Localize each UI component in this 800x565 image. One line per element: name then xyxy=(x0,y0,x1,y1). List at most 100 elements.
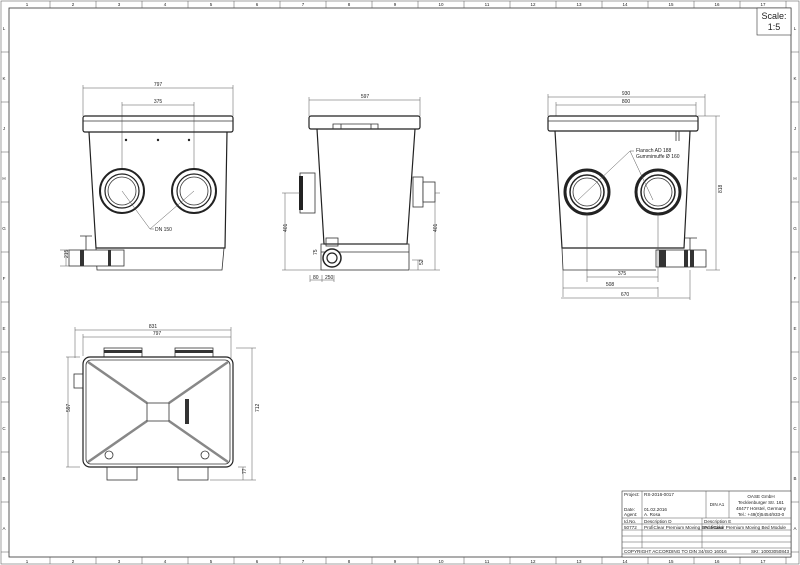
side-width-dim: 597 xyxy=(361,94,370,100)
row-marker-J: J xyxy=(794,126,796,131)
column-marker-10: 10 xyxy=(438,2,444,7)
column-marker-13: 13 xyxy=(576,559,582,564)
column-marker-8: 8 xyxy=(348,2,351,7)
top-view: 831 797 597 712 77 xyxy=(66,324,261,481)
row-marker-G: G xyxy=(793,226,797,231)
copyright-text: COPYRIGHT ACCORDING TO DIN 34/ISO 16016 xyxy=(624,549,727,554)
row-marker-B: B xyxy=(793,476,796,481)
side-outlet-dim: 75 xyxy=(313,249,319,255)
back-flange-label-2: Gummimuffe Ø 160 xyxy=(636,154,680,160)
row-marker-B: B xyxy=(2,476,5,481)
back-height-dim: 818 xyxy=(718,184,724,193)
row-marker-F: F xyxy=(794,276,797,281)
company-city: 48477 Hörstel, Germany xyxy=(736,506,787,511)
column-marker-8: 8 xyxy=(348,559,351,564)
column-marker-1: 1 xyxy=(26,559,29,564)
column-marker-14: 14 xyxy=(622,559,628,564)
front-inlet-label: DN 150 xyxy=(155,227,172,233)
column-marker-2: 2 xyxy=(72,2,75,7)
desc-e-header: Description E xyxy=(704,519,731,524)
row-marker-D: D xyxy=(793,376,797,381)
column-marker-15: 15 xyxy=(668,559,674,564)
back-width-outer: 930 xyxy=(622,91,631,97)
column-marker-14: 14 xyxy=(622,2,628,7)
row-marker-C: C xyxy=(2,426,6,431)
row-marker-L: L xyxy=(3,26,6,31)
back-view: 930 800 Flansch AD 188 Gummimuffe Ø 160 … xyxy=(547,91,724,300)
column-marker-3: 3 xyxy=(118,2,121,7)
format-label: DIN A1 xyxy=(710,502,725,507)
column-marker-3: 3 xyxy=(118,559,121,564)
column-marker-7: 7 xyxy=(302,559,305,564)
column-marker-12: 12 xyxy=(530,2,536,7)
row-markers: L L K K J J H H G G F F E E D D C C B B A A xyxy=(1,26,799,553)
row-marker-H: H xyxy=(2,176,5,181)
column-marker-6: 6 xyxy=(256,2,259,7)
id-value: 50772 xyxy=(624,525,637,530)
id-header: Id.No. xyxy=(624,519,636,524)
top-depth-left: 597 xyxy=(66,403,72,412)
row-marker-H: H xyxy=(793,176,796,181)
column-markers: 1122334455667788991010111112121313141415… xyxy=(26,1,787,564)
side-dim-b: 250 xyxy=(325,275,334,281)
side-height-right: 401 xyxy=(433,223,439,232)
front-width-dim: 797 xyxy=(154,82,163,88)
side-height-left: 401 xyxy=(283,223,289,232)
front-outlet-dim: 215 xyxy=(64,249,70,258)
project-value: RS-2016-0017 xyxy=(644,492,674,497)
row-marker-L: L xyxy=(794,26,797,31)
top-width-outer: 831 xyxy=(149,324,158,330)
row-marker-K: K xyxy=(2,76,5,81)
row-marker-E: E xyxy=(793,326,796,331)
row-marker-C: C xyxy=(793,426,797,431)
side-dim-a: 80 xyxy=(313,275,319,281)
column-marker-1: 1 xyxy=(26,2,29,7)
row-marker-F: F xyxy=(3,276,6,281)
project-label: Project: xyxy=(624,492,640,497)
row-marker-A: A xyxy=(2,526,5,531)
column-marker-5: 5 xyxy=(210,2,213,7)
row-marker-D: D xyxy=(2,376,6,381)
front-spacing-dim: 375 xyxy=(154,99,163,105)
top-depth-right: 712 xyxy=(255,403,261,412)
column-marker-15: 15 xyxy=(668,2,674,7)
top-width-inner: 797 xyxy=(153,331,162,337)
row-marker-J: J xyxy=(3,126,5,131)
row-marker-G: G xyxy=(2,226,6,231)
column-marker-4: 4 xyxy=(164,2,167,7)
column-marker-13: 13 xyxy=(576,2,582,7)
side-bottom-dim: 52 xyxy=(419,259,425,265)
title-block: Project: RS-2016-0017 Date: 01.02.2016 A… xyxy=(621,490,792,558)
date-label: Date: xyxy=(624,507,635,512)
column-marker-12: 12 xyxy=(530,559,536,564)
back-flange-label-1: Flansch AD 188 xyxy=(636,148,672,154)
company-name: OASE GmbH xyxy=(747,494,774,499)
back-dim-bottom: 670 xyxy=(621,292,630,298)
back-dim-spacing: 375 xyxy=(618,271,627,277)
row-marker-K: K xyxy=(793,76,796,81)
column-marker-2: 2 xyxy=(72,559,75,564)
side-view: 597 401 401 52 75 80 250 xyxy=(282,94,440,282)
date-value: 01.02.2016 xyxy=(644,507,667,512)
scale-box: Scale: 1:5 xyxy=(756,7,792,36)
desc-e-value: ProfiClear Premium Moving Bed Module xyxy=(704,525,786,530)
back-dim-offset: 508 xyxy=(606,282,615,288)
front-view: 797 375 DN 150 215 xyxy=(60,82,234,271)
inner-frame xyxy=(8,7,792,558)
agent-value: A. Rosa xyxy=(644,512,661,517)
company-street: Tecklenburger Str. 161 xyxy=(738,500,784,505)
column-marker-17: 17 xyxy=(760,2,766,7)
column-marker-16: 16 xyxy=(714,2,720,7)
row-marker-E: E xyxy=(2,326,5,331)
column-marker-17: 17 xyxy=(760,559,766,564)
row-marker-A: A xyxy=(793,526,796,531)
column-marker-10: 10 xyxy=(438,559,444,564)
scale-value: 1:5 xyxy=(768,22,781,32)
scale-label: Scale: xyxy=(761,11,786,21)
column-marker-5: 5 xyxy=(210,559,213,564)
drawing-number: SKI: 10003050843 xyxy=(751,549,790,554)
column-marker-16: 16 xyxy=(714,559,720,564)
company-tel: Tel.: +49(0)5454/933-0 xyxy=(738,512,785,517)
